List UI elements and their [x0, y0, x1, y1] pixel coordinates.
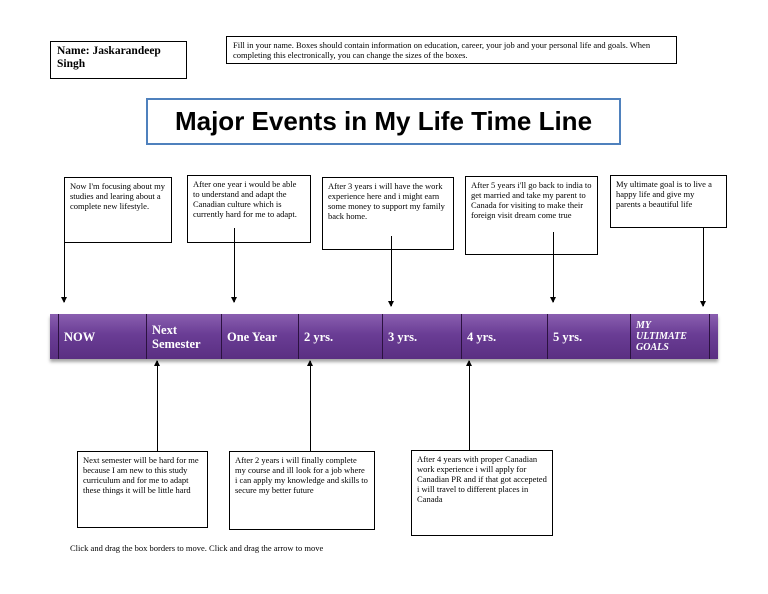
segment-next-semester: Next Semester: [146, 314, 221, 359]
arrow-now[interactable]: [61, 243, 67, 303]
segment-one-year: One Year: [221, 314, 298, 359]
event-box-one-year[interactable]: After one year i would be able to unders…: [187, 175, 311, 243]
timeline-bar: NOW Next Semester One Year 2 yrs. 3 yrs.…: [50, 314, 718, 359]
event-text: Next semester will be hard for me becaus…: [83, 455, 199, 495]
event-box-2-years[interactable]: After 2 years i will finally complete my…: [229, 451, 375, 530]
segment-ultimate-goals: MY ULTIMATE GOALS: [630, 314, 710, 359]
event-text: After 3 years i will have the work exper…: [328, 181, 445, 221]
arrow-3-years[interactable]: [388, 236, 394, 307]
title-box[interactable]: Major Events in My Life Time Line: [146, 98, 621, 145]
segment-now: NOW: [58, 314, 148, 359]
page-title: Major Events in My Life Time Line: [174, 106, 593, 136]
segment-5-yrs: 5 yrs.: [547, 314, 630, 359]
event-text: After 4 years with proper Canadian work …: [417, 454, 547, 504]
event-box-next-semester[interactable]: Next semester will be hard for me becaus…: [77, 451, 208, 528]
event-box-4-years[interactable]: After 4 years with proper Canadian work …: [411, 450, 553, 536]
event-box-3-years[interactable]: After 3 years i will have the work exper…: [322, 177, 454, 250]
segment-2-yrs: 2 yrs.: [298, 314, 382, 359]
arrow-5-years[interactable]: [550, 232, 556, 303]
name-box[interactable]: Name: Jaskarandeep Singh: [50, 41, 187, 79]
event-box-now[interactable]: Now I'm focusing about my studies and le…: [64, 177, 172, 243]
arrow-next-semester[interactable]: [154, 360, 160, 452]
arrow-2-years[interactable]: [307, 360, 313, 452]
event-box-ultimate-goals[interactable]: My ultimate goal is to live a happy life…: [610, 175, 727, 228]
name-text: Name: Jaskarandeep Singh: [57, 45, 161, 70]
segment-4-yrs: 4 yrs.: [461, 314, 547, 359]
arrow-ultimate-goals[interactable]: [700, 228, 706, 307]
arrow-4-years[interactable]: [466, 360, 472, 452]
event-text: Now I'm focusing about my studies and le…: [70, 181, 166, 211]
instructions-box[interactable]: Fill in your name. Boxes should contain …: [226, 36, 677, 64]
event-box-5-years[interactable]: After 5 years i'll go back to india to g…: [465, 176, 598, 255]
segment-3-yrs: 3 yrs.: [382, 314, 461, 359]
event-text: After one year i would be able to unders…: [193, 179, 297, 219]
event-text: My ultimate goal is to live a happy life…: [616, 179, 712, 209]
instructions-text: Fill in your name. Boxes should contain …: [233, 40, 651, 60]
footer-instructions: Click and drag the box borders to move. …: [70, 543, 324, 553]
event-text: After 5 years i'll go back to india to g…: [471, 180, 592, 220]
event-text: After 2 years i will finally complete my…: [235, 455, 368, 495]
arrow-one-year[interactable]: [231, 228, 237, 303]
